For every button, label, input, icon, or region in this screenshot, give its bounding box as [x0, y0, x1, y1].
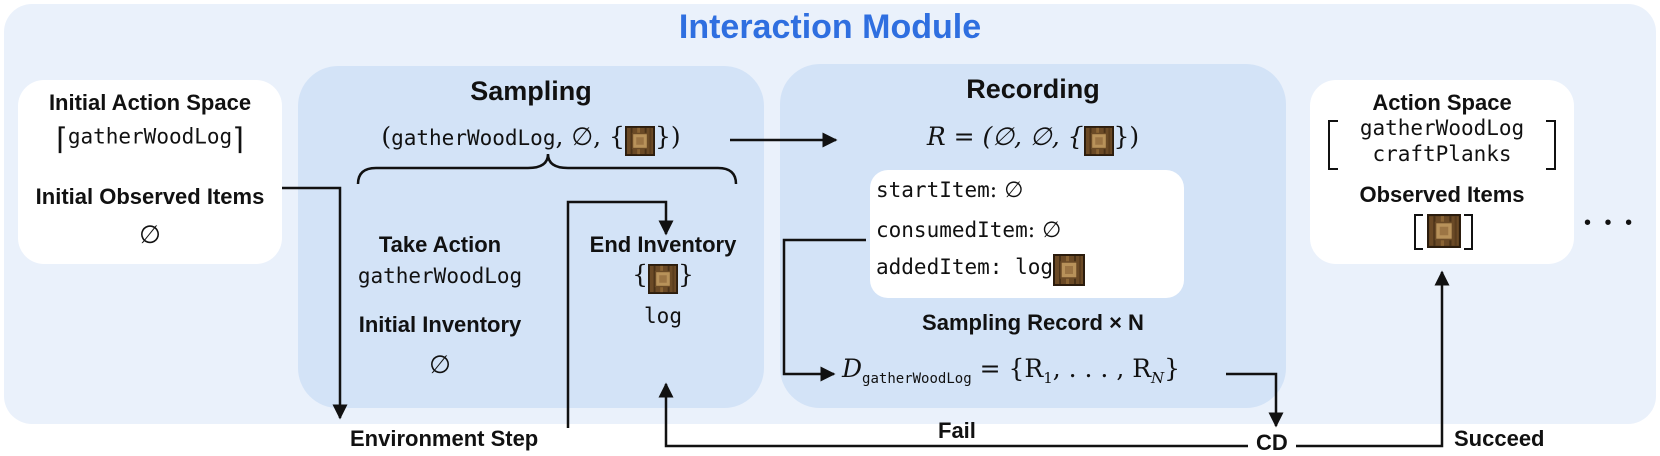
result-state-card: Action Space gatherWoodLog craftPlanks O… — [1310, 80, 1574, 264]
bracket-right — [1464, 214, 1473, 250]
initial-observed-label: Initial Observed Items — [35, 184, 265, 209]
dataset-end: } — [1164, 354, 1181, 383]
initial-observed-value: ∅ — [139, 220, 161, 249]
start-item-row: startItem: ∅ — [876, 178, 1023, 203]
end-inventory-item: log — [644, 304, 682, 328]
arrow-fail-loop — [658, 382, 1248, 448]
dataset-formula: DgatherWoodLog = {R1, . . . , RN} — [842, 354, 1180, 387]
dataset-d: D — [842, 354, 863, 383]
bracket-left: ⌈ — [56, 123, 68, 156]
end-close-brace: } — [678, 260, 694, 289]
sampling-header: Sampling — [470, 76, 592, 106]
consumed-item-row: consumedItem: ∅ — [876, 218, 1061, 243]
dataset-subscript: gatherWoodLog — [862, 371, 972, 387]
action-space-list: gatherWoodLog craftPlanks — [1328, 114, 1556, 174]
tuple-action: gatherWoodLog — [391, 126, 556, 150]
sampling-panel — [298, 66, 764, 408]
arrow-dataset-to-cd — [1226, 372, 1284, 428]
arrow-env-to-end-inventory — [566, 200, 674, 428]
fail-label: Fail — [938, 418, 976, 443]
dataset-rn: N — [1151, 369, 1165, 387]
bracket-left — [1414, 214, 1423, 250]
record-formula: R = (∅, ∅, {}) — [780, 122, 1286, 156]
bracket-left — [1328, 120, 1338, 170]
start-item-key: startItem — [876, 178, 990, 202]
bracket-right: ⌉ — [232, 123, 244, 156]
action-space-label: Action Space — [1372, 90, 1512, 115]
arrow-record-to-dataset — [782, 238, 866, 382]
observed-items-label: Observed Items — [1359, 182, 1525, 207]
tuple-open: ( — [381, 122, 392, 151]
dataset-mid: , . . . , R — [1052, 354, 1152, 383]
record-formula-left: R = (∅, ∅, { — [926, 122, 1084, 151]
arrow-initial-to-env — [282, 186, 348, 420]
continuation-ellipsis: • • • — [1584, 212, 1637, 234]
take-action-value: gatherWoodLog — [357, 264, 523, 288]
initial-action-list: ⌈gatherWoodLog⌉ — [18, 122, 282, 157]
arrow-succeed — [1296, 270, 1450, 448]
sampling-record-caption: Sampling Record × N — [922, 310, 1144, 335]
recording-header: Recording — [966, 74, 1100, 104]
initial-state-card: Initial Action Space ⌈gatherWoodLog⌉ Ini… — [18, 80, 282, 264]
start-item-value: : ∅ — [989, 178, 1024, 203]
added-item-key: addedItem — [876, 255, 990, 280]
end-inventory-label: End Inventory — [589, 232, 737, 257]
end-inventory-set: {} — [570, 260, 756, 294]
record-formula-right: }) — [1113, 122, 1140, 151]
added-item-row: addedItem: log — [876, 254, 1085, 286]
dataset-r1: 1 — [1043, 369, 1053, 387]
action-item: craftPlanks — [1372, 142, 1512, 166]
observed-items-list — [1412, 212, 1473, 252]
initial-inventory-label: Initial Inventory — [358, 312, 522, 337]
consumed-item-value: : ∅ — [1027, 218, 1062, 243]
initial-action-item: gatherWoodLog — [67, 124, 233, 149]
cd-label: CD — [1256, 430, 1288, 455]
sampling-brace — [356, 153, 738, 185]
module-title: Interaction Module — [678, 8, 982, 46]
tuple-mid: , ∅, { — [555, 122, 625, 151]
bracket-right — [1546, 120, 1556, 170]
initial-inventory-value: ∅ — [429, 350, 451, 379]
tuple-close: }) — [654, 122, 681, 151]
dataset-rhs: = {R — [971, 354, 1044, 383]
record-detail-card: startItem: ∅ consumedItem: ∅ addedItem: … — [870, 170, 1184, 298]
initial-action-space-label: Initial Action Space — [48, 90, 252, 115]
environment-step-label: Environment Step — [350, 426, 539, 451]
end-open-brace: { — [632, 260, 648, 289]
added-item-value: : log — [989, 255, 1054, 280]
action-item: gatherWoodLog — [1359, 116, 1525, 140]
sampling-tuple: (gatherWoodLog, ∅, {}) — [298, 122, 764, 156]
succeed-label: Succeed — [1454, 426, 1545, 451]
take-action-label: Take Action — [378, 232, 502, 257]
consumed-item-key: consumedItem — [876, 218, 1028, 242]
